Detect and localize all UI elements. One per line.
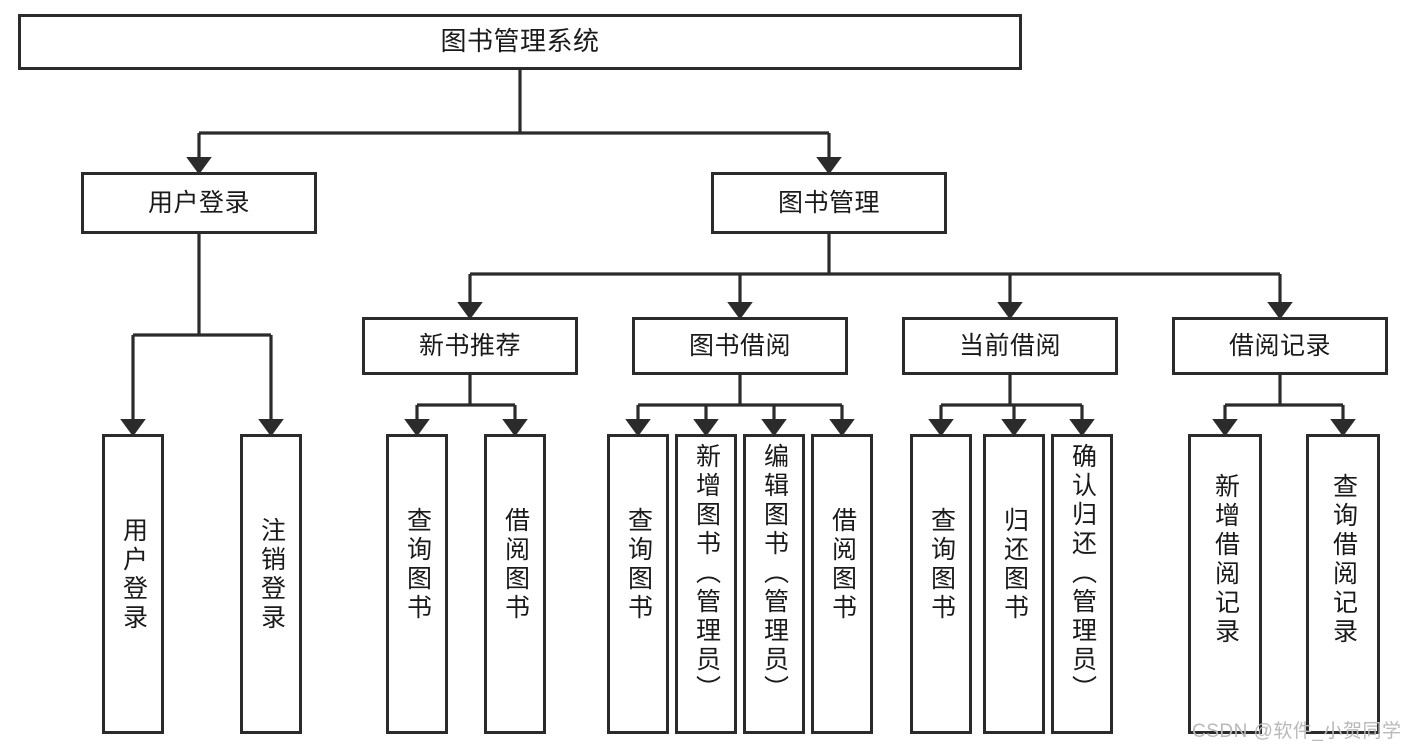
node-root[interactable]: 图书管理系统	[18, 14, 1022, 70]
leaf-add-borrow-record[interactable]: 新增借阅记录	[1188, 434, 1262, 734]
leaf-query-borrow-record[interactable]: 查询借阅记录	[1306, 434, 1380, 734]
leaf-query-book-current-label: 查询图书	[927, 507, 956, 623]
leaf-edit-book-admin-label: 编辑图书（管理员）	[760, 443, 789, 704]
leaf-logout[interactable]: 注销登录	[240, 434, 302, 734]
leaf-add-book-admin-label: 新增图书（管理员）	[692, 443, 721, 704]
node-new-book-recommend[interactable]: 新书推荐	[362, 317, 578, 375]
leaf-edit-book-admin[interactable]: 编辑图书（管理员）	[743, 434, 805, 734]
leaf-borrow-book-recommend-label: 借阅图书	[501, 507, 530, 623]
leaf-query-book-recommend[interactable]: 查询图书	[386, 434, 448, 734]
node-new-book-recommend-label: 新书推荐	[418, 331, 521, 360]
leaf-borrow-book[interactable]: 借阅图书	[811, 434, 873, 734]
node-book-management[interactable]: 图书管理	[711, 172, 947, 234]
leaf-confirm-return-admin-label: 确认归还（管理员）	[1068, 443, 1097, 704]
node-borrow-record[interactable]: 借阅记录	[1172, 317, 1388, 375]
node-user-login[interactable]: 用户登录	[81, 172, 317, 234]
leaf-query-book-borrow[interactable]: 查询图书	[607, 434, 669, 734]
node-book-borrow[interactable]: 图书借阅	[632, 317, 848, 375]
node-user-login-label: 用户登录	[147, 188, 250, 217]
node-root-label: 图书管理系统	[440, 26, 600, 57]
watermark: CSDN @软件_小贺同学	[1192, 721, 1402, 742]
leaf-return-book-label: 归还图书	[1000, 507, 1029, 623]
leaf-query-book-borrow-label: 查询图书	[624, 507, 653, 623]
node-borrow-record-label: 借阅记录	[1228, 331, 1331, 360]
node-current-borrow[interactable]: 当前借阅	[902, 317, 1118, 375]
leaf-borrow-book-recommend[interactable]: 借阅图书	[484, 434, 546, 734]
leaf-query-book-current[interactable]: 查询图书	[910, 434, 972, 734]
node-current-borrow-label: 当前借阅	[958, 331, 1061, 360]
leaf-query-borrow-record-label: 查询借阅记录	[1329, 473, 1358, 647]
node-book-management-label: 图书管理	[777, 188, 880, 217]
leaf-add-book-admin[interactable]: 新增图书（管理员）	[675, 434, 737, 734]
node-book-borrow-label: 图书借阅	[688, 331, 791, 360]
leaf-borrow-book-label: 借阅图书	[828, 507, 857, 623]
leaf-return-book[interactable]: 归还图书	[983, 434, 1045, 734]
leaf-user-login[interactable]: 用户登录	[102, 434, 164, 734]
leaf-logout-label: 注销登录	[257, 517, 286, 633]
leaf-add-borrow-record-label: 新增借阅记录	[1211, 473, 1240, 647]
leaf-query-book-recommend-label: 查询图书	[403, 507, 432, 623]
leaf-confirm-return-admin[interactable]: 确认归还（管理员）	[1051, 434, 1113, 734]
leaf-user-login-label: 用户登录	[119, 517, 148, 633]
